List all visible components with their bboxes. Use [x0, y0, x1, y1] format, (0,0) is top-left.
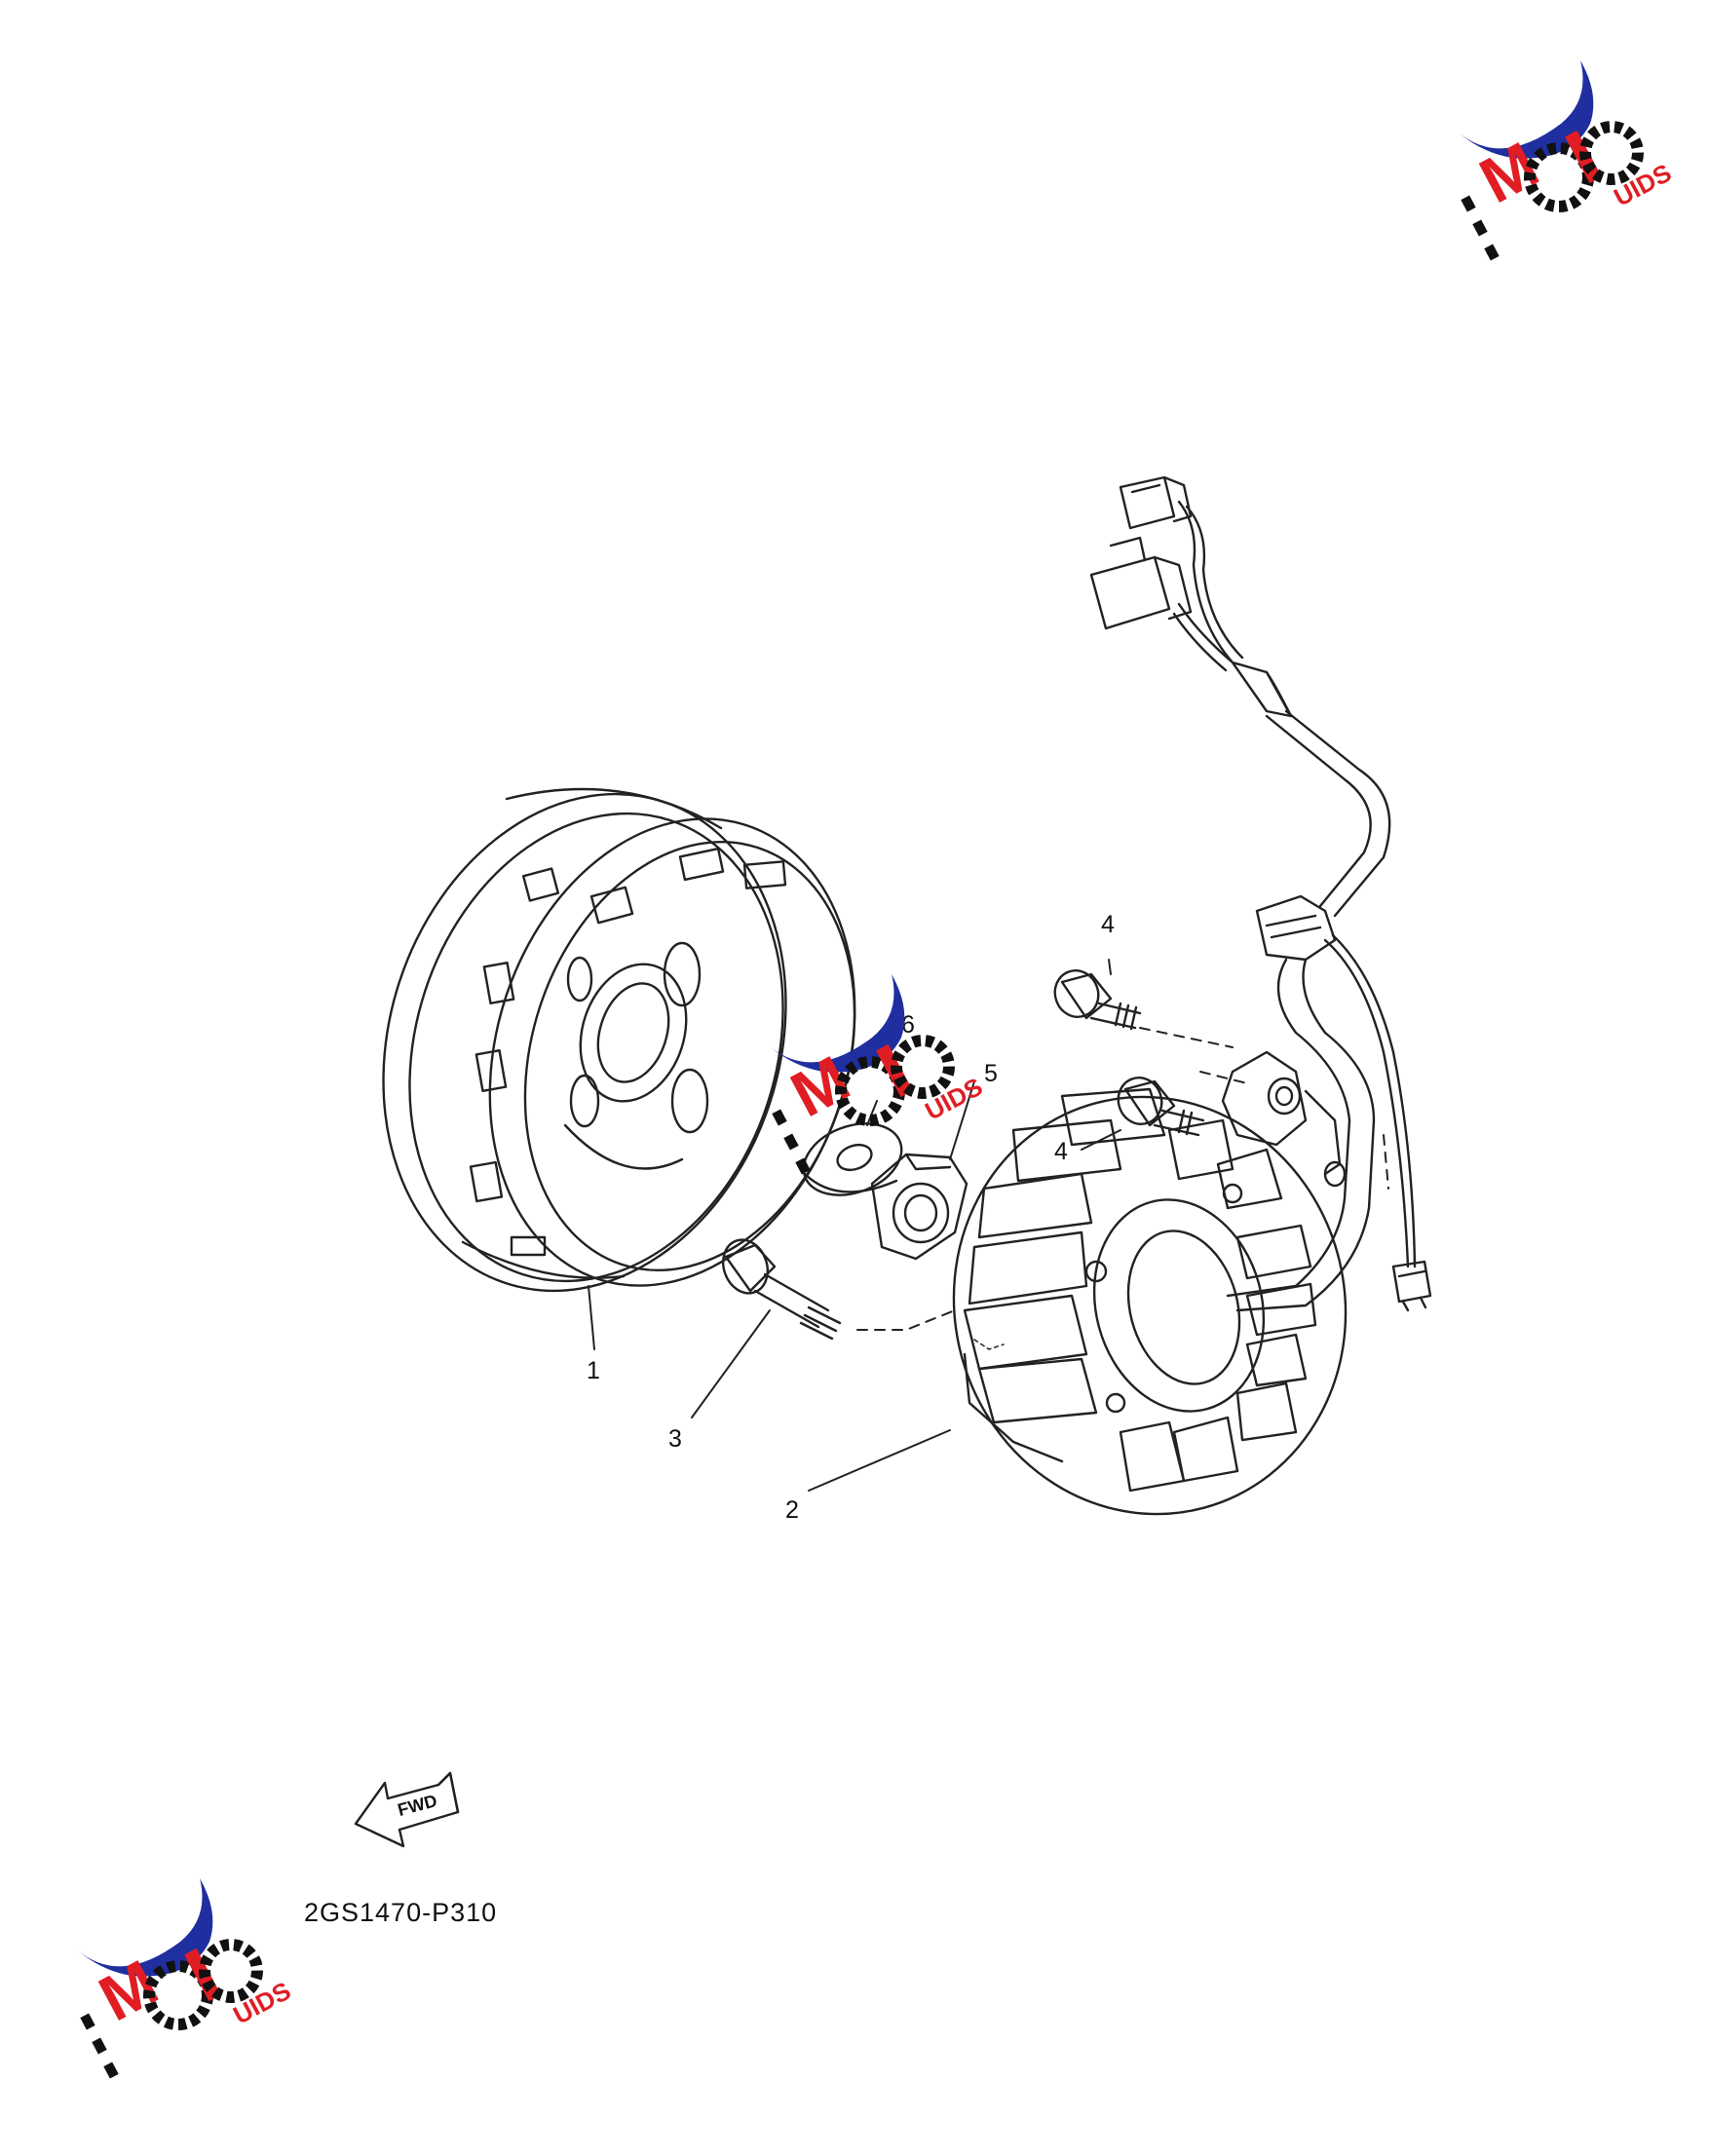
wire-harness	[1089, 475, 1432, 1312]
svg-text:UIDS: UIDS	[1609, 158, 1676, 212]
callout-1: 1	[587, 1357, 600, 1384]
leader-lines	[588, 959, 1121, 1492]
alignment-lines	[856, 1027, 1389, 1331]
nut-part	[870, 1153, 968, 1261]
svg-text:UIDS: UIDS	[228, 1976, 295, 2030]
brand-logo-bottom-left: M UIDS	[79, 1878, 295, 2079]
callout-6: 6	[901, 1011, 915, 1039]
bolt-part-3	[722, 1238, 842, 1341]
screw-part-4-upper	[1053, 969, 1142, 1031]
brand-logo-center: M UIDS	[771, 974, 987, 1175]
brand-logo-top-right: M UIDS	[1460, 60, 1676, 261]
callout-3: 3	[668, 1425, 682, 1453]
part-code-label: 2GS1470-P310	[304, 1898, 498, 1927]
callout-2: 2	[785, 1496, 799, 1524]
callout-4-lower: 4	[1054, 1138, 1068, 1165]
svg-text:UIDS: UIDS	[920, 1072, 987, 1126]
washer-part	[802, 1122, 903, 1196]
callout-4-upper: 4	[1101, 911, 1115, 938]
pickup-coil-bracket	[1221, 1050, 1347, 1188]
stator-assembly	[952, 1087, 1348, 1516]
fwd-arrow-icon	[354, 1771, 460, 1848]
callout-5: 5	[984, 1060, 998, 1087]
